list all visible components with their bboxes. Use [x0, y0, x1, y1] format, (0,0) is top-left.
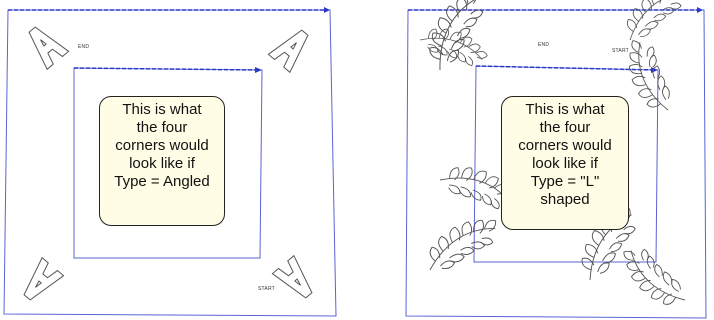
start-label: START	[612, 48, 629, 54]
corner-motif-top-left	[28, 26, 70, 71]
angled-type-panel: END START This is what the four corners …	[0, 0, 340, 320]
corner-motif-top-left	[414, 0, 497, 82]
outer-border-frame	[3, 9, 337, 317]
outer-border-frame	[405, 9, 707, 319]
caption-note: This is what the four corners would look…	[501, 96, 629, 230]
caption-line: corners would	[518, 137, 612, 154]
l-shaped-quilt-diagram	[405, 0, 707, 319]
caption-line: the four	[136, 119, 188, 136]
caption-line: This is what	[525, 101, 605, 118]
inner-arrow-icon	[255, 67, 262, 73]
caption-line: Type = "L"	[530, 173, 600, 190]
caption-line: look like if	[532, 155, 598, 172]
l-shaped-type-panel: END START This is what the four corners …	[400, 0, 714, 320]
caption-note: This is what the four corners would look…	[99, 96, 225, 226]
end-label: END	[538, 42, 550, 48]
outer-arrow-icon	[697, 7, 703, 13]
caption-line: shaped	[540, 191, 590, 208]
corner-motif-bottom-right	[271, 254, 313, 299]
start-label: START	[258, 286, 275, 292]
corner-motif-top-right	[613, 0, 687, 114]
inner-stitch-line	[73, 67, 259, 71]
caption-line: the four	[539, 119, 591, 136]
end-label: END	[78, 44, 90, 50]
outer-arrow-icon	[324, 7, 330, 13]
caption-line: This is what	[122, 101, 202, 118]
caption-line: Type = Angled	[114, 173, 210, 190]
caption-line: corners would	[115, 137, 209, 154]
inner-border-frame	[73, 67, 263, 259]
angled-quilt-diagram	[3, 7, 337, 317]
corner-motif-top-right	[267, 29, 309, 74]
caption-line: look like if	[129, 155, 195, 172]
corner-motif-bottom-left	[23, 256, 65, 301]
